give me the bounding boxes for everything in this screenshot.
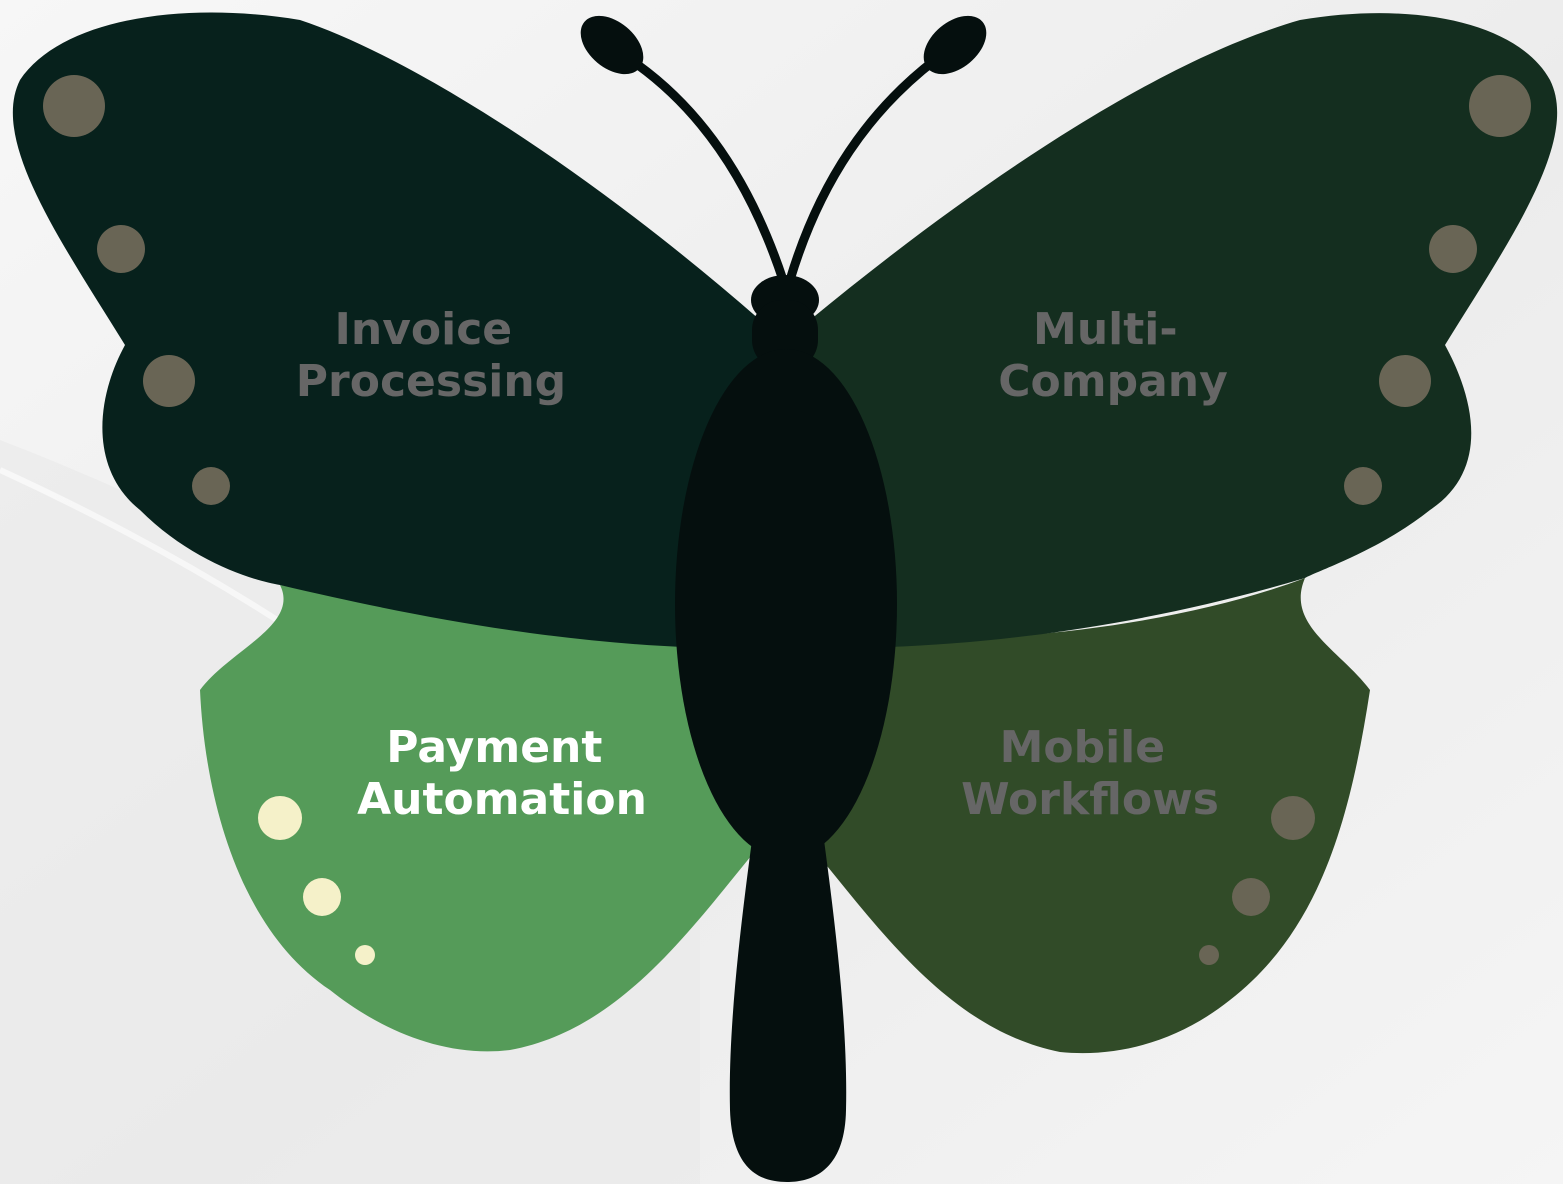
label-mobile-workflows: Mobile Workflows — [961, 722, 1219, 825]
spot — [43, 75, 105, 137]
body-thorax — [675, 349, 897, 859]
label-line: Processing — [296, 356, 566, 407]
spot — [303, 878, 341, 916]
label-line: Invoice — [335, 304, 513, 355]
wing-lower-left[interactable] — [200, 585, 760, 1052]
label-line: Workflows — [961, 774, 1219, 825]
butterfly-body — [675, 275, 897, 1182]
antenna-tip-right — [923, 15, 987, 75]
spot — [1199, 945, 1219, 965]
spot — [192, 467, 230, 505]
antenna-left — [633, 60, 788, 285]
spots-lower-right — [1199, 796, 1315, 965]
spot — [143, 355, 195, 407]
antennae — [580, 15, 987, 285]
label-line: Payment — [386, 722, 602, 773]
spot — [1429, 225, 1477, 273]
antenna-tip-left — [580, 15, 644, 75]
label-invoice-processing: Invoice Processing — [296, 304, 566, 407]
spot — [1232, 878, 1270, 916]
spot — [1379, 355, 1431, 407]
spot — [258, 796, 302, 840]
antenna-right — [785, 55, 940, 285]
body-abdomen — [729, 840, 847, 1182]
spots-lower-left — [258, 796, 375, 965]
label-line: Company — [998, 356, 1228, 407]
spots-upper-right — [1344, 75, 1531, 505]
spot — [1469, 75, 1531, 137]
spots-upper-left — [43, 75, 230, 505]
spot — [355, 945, 375, 965]
spot — [1271, 796, 1315, 840]
label-line: Multi- — [1033, 304, 1178, 355]
label-payment-automation: Payment Automation — [357, 722, 647, 825]
label-multi-company: Multi- Company — [998, 304, 1228, 407]
label-line: Mobile — [1000, 722, 1166, 773]
wing-lower-right[interactable] — [810, 578, 1370, 1054]
label-line: Automation — [357, 774, 647, 825]
spot — [97, 225, 145, 273]
spot — [1344, 467, 1382, 505]
